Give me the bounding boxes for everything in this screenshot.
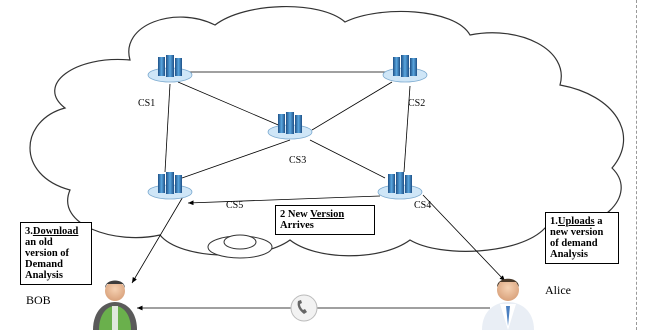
alice-step-note: 1.Uploads a new version of demand Analys…: [545, 212, 619, 264]
server-icon: [382, 55, 428, 83]
phone-icon: [290, 294, 318, 322]
disk-icon: [207, 234, 273, 259]
sync-arrow: [187, 195, 381, 206]
alice-label: Alice: [545, 283, 571, 297]
person-icon: [93, 280, 137, 330]
node-label-cs3: CS3: [289, 155, 307, 166]
person-icon: [482, 278, 534, 330]
download-arrow: [131, 194, 185, 284]
node-label-cs4: CS4: [414, 200, 432, 211]
server-icon: [147, 172, 193, 200]
node-label-cs1: CS1: [138, 98, 156, 109]
upload-arrow: [422, 194, 506, 282]
server-icon: [267, 112, 313, 140]
node-label-cs2: CS2: [408, 98, 426, 109]
arrive-note: 2 New Version Arrives: [275, 205, 375, 235]
bob-step-note: 3.Download an old version of Demand Anal…: [20, 222, 92, 285]
network-links: [164, 71, 411, 179]
node-label-cs5: CS5: [226, 200, 244, 211]
bob-label: BOB: [26, 293, 51, 307]
server-icon: [147, 55, 193, 83]
page-edge-divider: [636, 0, 638, 330]
server-icon: [377, 172, 423, 200]
